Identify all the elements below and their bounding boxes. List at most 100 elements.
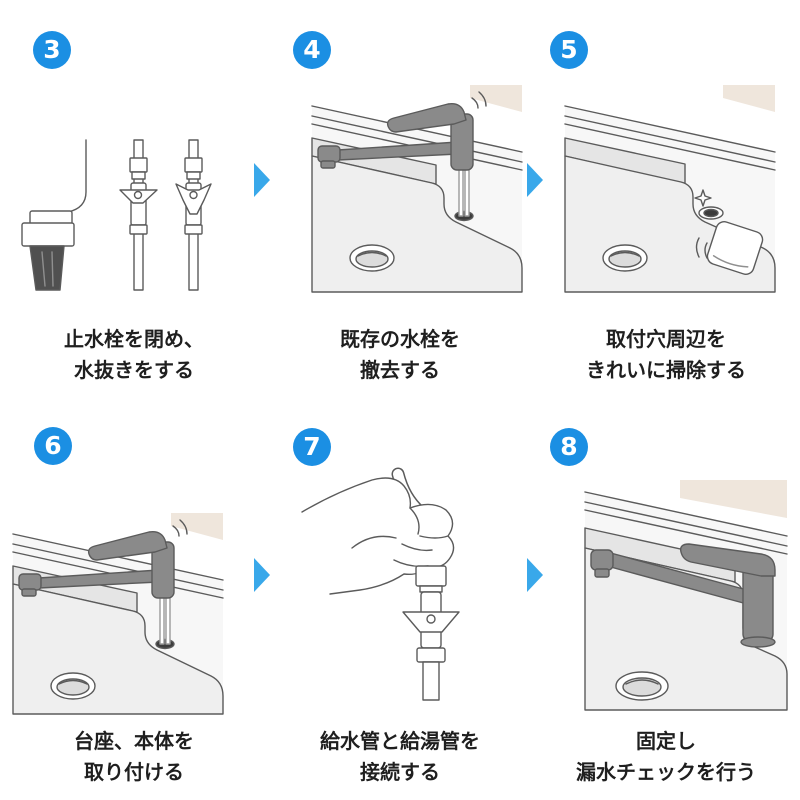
basin xyxy=(564,155,776,293)
valve-nut xyxy=(129,224,148,235)
sink-scene xyxy=(584,480,788,711)
pipe-ring xyxy=(186,171,201,180)
wall xyxy=(723,85,775,112)
pipe-ring xyxy=(131,171,146,180)
countertop xyxy=(585,492,787,710)
step-caption: 固定し 漏水チェックを行う xyxy=(536,726,796,788)
drain xyxy=(349,244,395,272)
caption-line: 水抜きをする xyxy=(74,358,194,382)
caption-line: 漏水チェックを行う xyxy=(576,760,756,784)
hose-line xyxy=(29,245,65,291)
drain xyxy=(615,671,669,701)
supply-pipes xyxy=(159,595,171,645)
faucet-spout xyxy=(38,569,160,589)
faucet xyxy=(317,102,474,171)
step-number-badge: 5 xyxy=(550,31,588,69)
drain-lip xyxy=(58,679,88,685)
basin-back-wall xyxy=(584,527,736,583)
faucet-spout xyxy=(337,141,459,161)
supply-pipe xyxy=(133,139,144,291)
caption-line: 取付穴周辺を xyxy=(606,327,726,351)
step-number-badge: 4 xyxy=(293,31,331,69)
mounting-hole xyxy=(155,638,175,650)
arrow-right-icon xyxy=(254,163,270,197)
hose-fitting xyxy=(21,222,75,247)
faucet-aerator xyxy=(21,588,37,597)
countertop xyxy=(565,106,775,292)
faucet-body xyxy=(450,113,474,171)
caption-line: 撤去する xyxy=(360,358,440,382)
step-caption: 給水管と給湯管を 接続する xyxy=(270,726,530,788)
sink-scene xyxy=(564,85,776,293)
sink-scene xyxy=(12,513,224,715)
cloth-fold xyxy=(712,255,749,268)
wall xyxy=(171,513,223,540)
basin xyxy=(311,155,523,293)
hose-outline xyxy=(391,467,439,553)
counter-edge xyxy=(564,105,776,171)
hose-nut xyxy=(29,210,73,225)
arrow-right-icon xyxy=(527,163,543,197)
drain-lip xyxy=(625,679,659,685)
faucet-lever xyxy=(386,102,467,133)
valve-handle xyxy=(175,183,212,215)
cleaning-cloth xyxy=(706,221,764,275)
valve-screw xyxy=(189,190,198,200)
caption-line: 既存の水栓を xyxy=(340,327,460,351)
caption-line: 取り付ける xyxy=(84,760,184,784)
hand xyxy=(301,477,455,598)
motion-lines xyxy=(695,237,708,259)
faucet-aerator xyxy=(320,160,336,169)
basin xyxy=(12,583,224,715)
counter-edge xyxy=(311,105,523,171)
caption-line: 台座、本体を xyxy=(74,729,194,753)
faucet-nozzle xyxy=(590,549,614,571)
finger-lines xyxy=(393,507,449,568)
faucet-base xyxy=(740,636,776,648)
counter-edge xyxy=(12,533,224,599)
faucet xyxy=(590,543,776,648)
faucet-spout xyxy=(606,551,748,605)
thumb-line xyxy=(351,535,397,549)
sparkle-icon xyxy=(694,189,712,207)
step-caption: 取付穴周辺を きれいに掃除する xyxy=(536,324,796,386)
valve-screw xyxy=(133,190,143,200)
caption-line: 固定し xyxy=(636,729,696,753)
connector-nut xyxy=(415,565,447,587)
basin xyxy=(584,547,788,711)
valve-handle xyxy=(119,189,158,204)
valve-screw xyxy=(426,614,436,624)
pipe-nut xyxy=(129,157,148,173)
step-number-badge: 8 xyxy=(550,428,588,466)
supply-pipe xyxy=(159,595,165,645)
hose-fill xyxy=(393,469,437,551)
supply-pipe xyxy=(165,595,171,645)
basin-back-wall xyxy=(311,137,437,185)
valve-body xyxy=(420,591,442,649)
basin-back-wall xyxy=(564,137,686,185)
mounting-hole xyxy=(454,210,474,222)
valve-body xyxy=(185,182,202,226)
drain-lip xyxy=(357,251,387,257)
hose-texture xyxy=(41,251,54,287)
shutoff-valve xyxy=(402,565,460,701)
step-caption: 止水栓を閉め、 水抜きをする xyxy=(4,324,264,386)
countertop xyxy=(312,106,522,292)
faucet-nozzle xyxy=(18,573,42,591)
wall xyxy=(680,480,787,518)
caption-line: 接続する xyxy=(360,760,440,784)
shutoff-valve-right xyxy=(175,139,212,291)
faucet xyxy=(18,530,175,599)
connector-ring xyxy=(419,585,443,593)
mounting-hole xyxy=(698,206,724,220)
step-number-badge: 3 xyxy=(33,31,71,69)
sink-scene xyxy=(311,85,523,293)
arrow-right-icon xyxy=(254,558,270,592)
step-caption: 台座、本体を 取り付ける xyxy=(4,726,264,788)
faucet-body xyxy=(742,561,774,643)
